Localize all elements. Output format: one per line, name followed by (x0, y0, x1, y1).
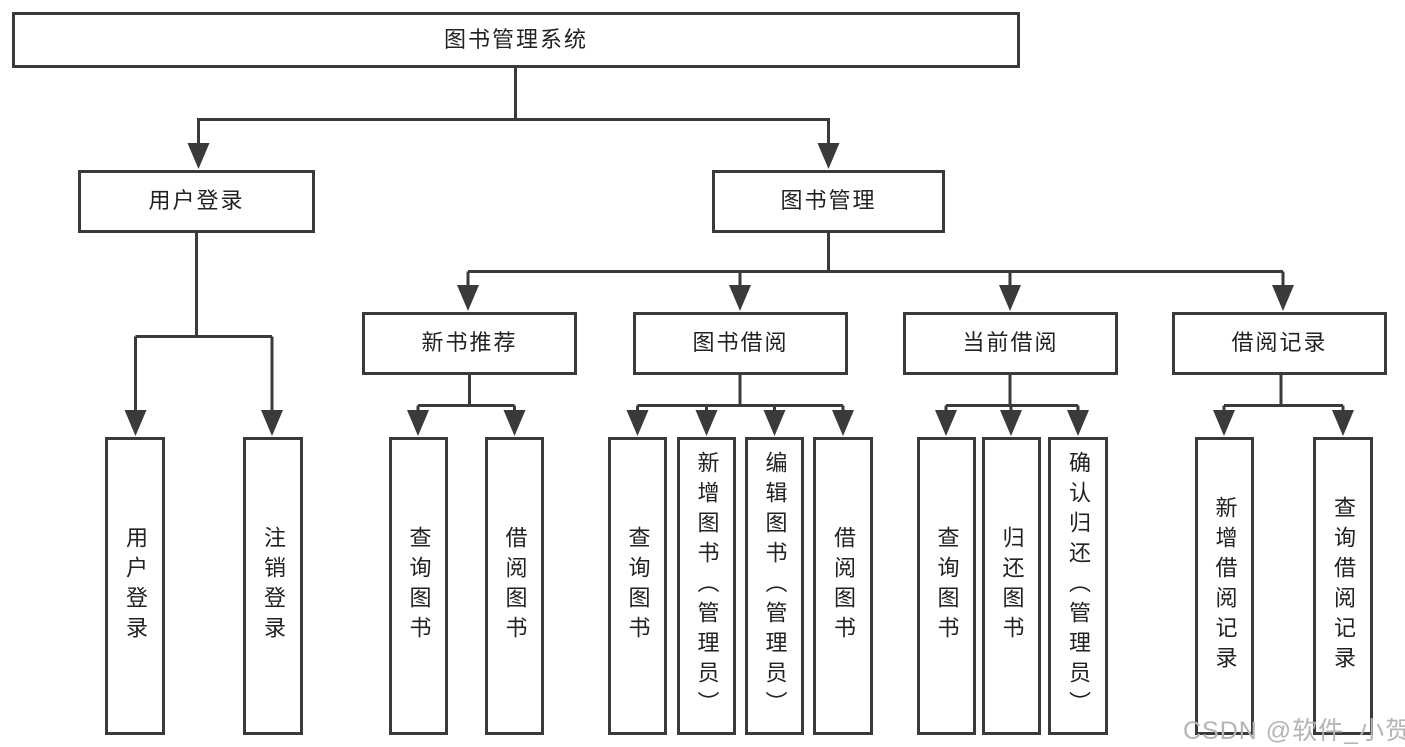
connector-book-borrow-branch (636, 374, 845, 414)
leaf-return-book: 归还图书 (982, 437, 1041, 735)
connector-book-management-branch (466, 233, 1285, 289)
connector-current-borrow-branch (944, 374, 1080, 414)
leaf-confirm-return-admin: 确认归还（管理员） (1048, 437, 1108, 735)
node-book-management: 图书管理 (712, 170, 945, 233)
leaf-borrow-book: 借阅图书 (813, 437, 873, 735)
node-current-borrow: 当前借阅 (903, 312, 1118, 375)
node-book-borrow: 图书借阅 (633, 312, 848, 375)
node-new-book-recommend: 新书推荐 (362, 312, 577, 375)
leaf-logout: 注销登录 (243, 437, 303, 735)
leaf-query-book-current: 查询图书 (917, 437, 976, 735)
node-borrow-records: 借阅记录 (1172, 312, 1387, 375)
leaf-query-book-recommend: 查询图书 (389, 437, 448, 735)
connector-borrow-record-branch (1222, 375, 1345, 414)
leaf-borrow-book-recommend: 借阅图书 (485, 437, 544, 735)
leaf-edit-book-admin: 编辑图书（管理员） (745, 437, 804, 735)
leaf-add-borrow-record: 新增借阅记录 (1195, 437, 1254, 735)
node-user-login: 用户登录 (78, 170, 315, 233)
connector-user-login-branch (134, 233, 274, 414)
connector-root-branch (197, 66, 830, 146)
leaf-user-login: 用户登录 (105, 437, 165, 735)
arrowhead-down-icon (124, 143, 1354, 436)
leaf-add-book-admin: 新增图书（管理员） (677, 437, 736, 735)
node-root-system: 图书管理系统 (12, 12, 1020, 68)
leaf-query-book-borrow: 查询图书 (608, 437, 667, 735)
csdn-watermark: CSDN @软件_小贺同学 (1183, 717, 1405, 745)
leaf-query-borrow-record: 查询借阅记录 (1313, 437, 1373, 735)
connector-new-book-branch (416, 374, 516, 414)
